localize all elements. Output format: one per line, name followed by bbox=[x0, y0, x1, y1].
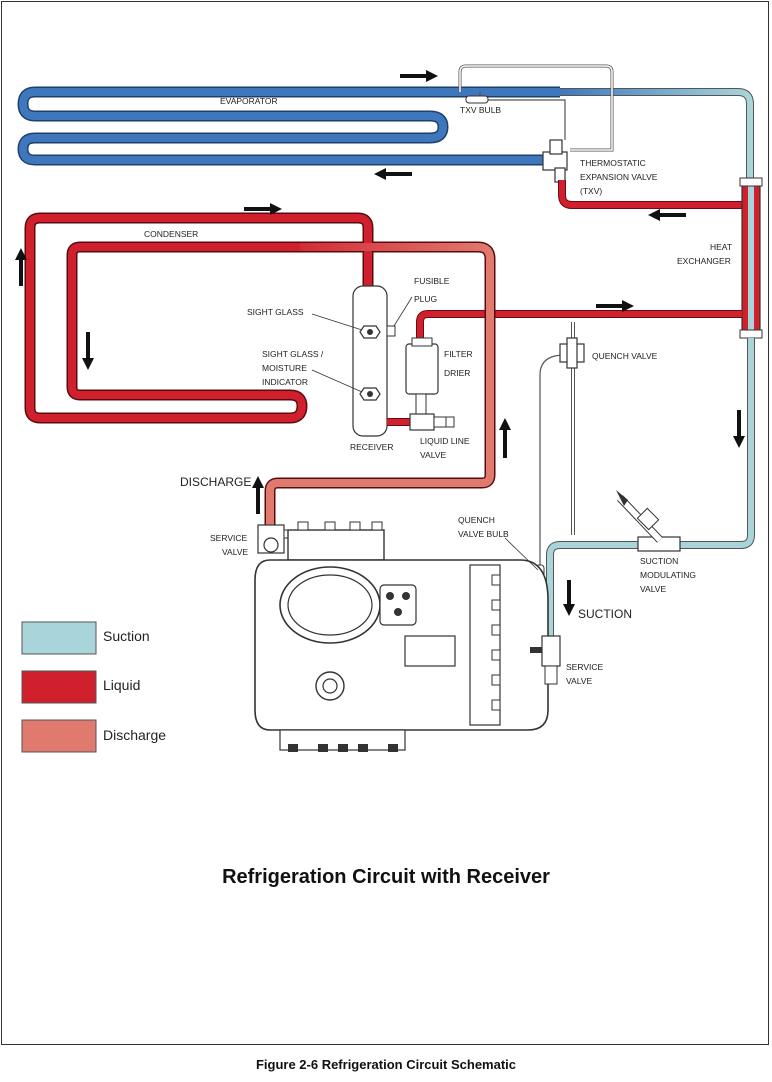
arrow-left-evap-bottom bbox=[374, 168, 412, 180]
heat-exchanger bbox=[739, 177, 763, 339]
label-receiver: RECEIVER bbox=[350, 442, 393, 452]
liquid-line-to-hx bbox=[416, 310, 742, 340]
label-suction: SUCTION bbox=[578, 607, 632, 621]
label-moisture-1: SIGHT GLASS / bbox=[262, 349, 324, 359]
arrow-right-condenser-top bbox=[244, 203, 282, 215]
arrow-up-discharge bbox=[252, 476, 264, 514]
filter-drier bbox=[405, 337, 439, 417]
label-sight-glass: SIGHT GLASS bbox=[247, 307, 304, 317]
evaporator-coil bbox=[17, 86, 560, 166]
condenser-coil bbox=[24, 212, 496, 525]
label-service-valve-right-1: SERVICE bbox=[566, 662, 603, 672]
figure-caption: Figure 2-6 Refrigeration Circuit Schemat… bbox=[255, 1057, 517, 1072]
label-quench-valve: QUENCH VALVE bbox=[592, 351, 658, 361]
label-txv-bulb: TXV BULB bbox=[460, 105, 501, 115]
txv-capillary bbox=[458, 64, 614, 152]
label-liquid-line-valve-1: LIQUID LINE bbox=[420, 436, 470, 446]
legend-swatch-suction bbox=[21, 621, 97, 655]
label-smv-3: VALVE bbox=[640, 584, 666, 594]
label-service-valve-left-2: VALVE bbox=[222, 547, 248, 557]
label-service-valve-right-2: VALVE bbox=[566, 676, 592, 686]
arrow-down-condenser-inner bbox=[82, 332, 94, 370]
compressor bbox=[254, 521, 549, 752]
leader-lines bbox=[311, 296, 539, 571]
label-discharge: DISCHARGE bbox=[180, 475, 251, 489]
suction-modulating-valve bbox=[616, 490, 681, 552]
label-plug: PLUG bbox=[414, 294, 437, 304]
arrow-down-suction bbox=[563, 580, 575, 616]
figure-title: Refrigeration Circuit with Receiver bbox=[222, 866, 550, 888]
label-smv-1: SUCTION bbox=[640, 556, 678, 566]
label-moisture-2: MOISTURE bbox=[262, 363, 307, 373]
label-filter: FILTER bbox=[444, 349, 473, 359]
label-condenser: CONDENSER bbox=[144, 229, 198, 239]
legend-item-liquid: Liquid bbox=[21, 670, 140, 704]
label-evaporator: EVAPORATOR bbox=[220, 96, 278, 106]
legend-label-discharge: Discharge bbox=[103, 727, 166, 743]
arrow-up-condenser-left bbox=[15, 248, 27, 286]
label-liquid-line-valve-2: VALVE bbox=[420, 450, 446, 460]
label-drier: DRIER bbox=[444, 368, 470, 378]
liquid-line-valve bbox=[409, 413, 455, 431]
label-txv-3: (TXV) bbox=[580, 186, 602, 196]
suction-line-top bbox=[560, 88, 754, 180]
label-service-valve-left-1: SERVICE bbox=[210, 533, 247, 543]
label-heat-exchanger-2: EXCHANGER bbox=[677, 256, 731, 266]
arrow-right-liquid-hx bbox=[596, 300, 634, 312]
suction-service-valve bbox=[530, 635, 561, 685]
suction-line-right bbox=[546, 338, 755, 640]
label-quench-bulb-1: QUENCH bbox=[458, 515, 495, 525]
liquid-line-to-txv bbox=[558, 180, 742, 209]
legend-swatch-discharge bbox=[21, 719, 97, 753]
label-heat-exchanger-1: HEAT bbox=[710, 242, 732, 252]
flow-arrows bbox=[15, 70, 745, 616]
label-moisture-3: INDICATOR bbox=[262, 377, 308, 387]
legend-item-discharge: Discharge bbox=[21, 719, 166, 753]
label-txv-2: EXPANSION VALVE bbox=[580, 172, 658, 182]
label-txv-1: THERMOSTATIC bbox=[580, 158, 646, 168]
quench-line bbox=[535, 322, 585, 588]
legend-item-suction: Suction bbox=[21, 621, 150, 655]
arrow-left-liquid-txv bbox=[648, 209, 686, 221]
arrow-up-discharge-right bbox=[499, 418, 511, 458]
legend-label-liquid: Liquid bbox=[103, 677, 140, 693]
label-smv-2: MODULATING bbox=[640, 570, 696, 580]
legend-swatch-liquid bbox=[21, 670, 97, 704]
label-fusible: FUSIBLE bbox=[414, 276, 450, 286]
arrow-down-suction-right bbox=[733, 410, 745, 448]
txv-valve bbox=[542, 139, 568, 183]
label-quench-bulb-2: VALVE BULB bbox=[458, 529, 509, 539]
legend-label-suction: Suction bbox=[103, 628, 150, 644]
receiver bbox=[352, 285, 396, 437]
arrow-right-evap-top bbox=[400, 70, 438, 82]
legend: Suction Liquid Discharge bbox=[21, 621, 166, 753]
